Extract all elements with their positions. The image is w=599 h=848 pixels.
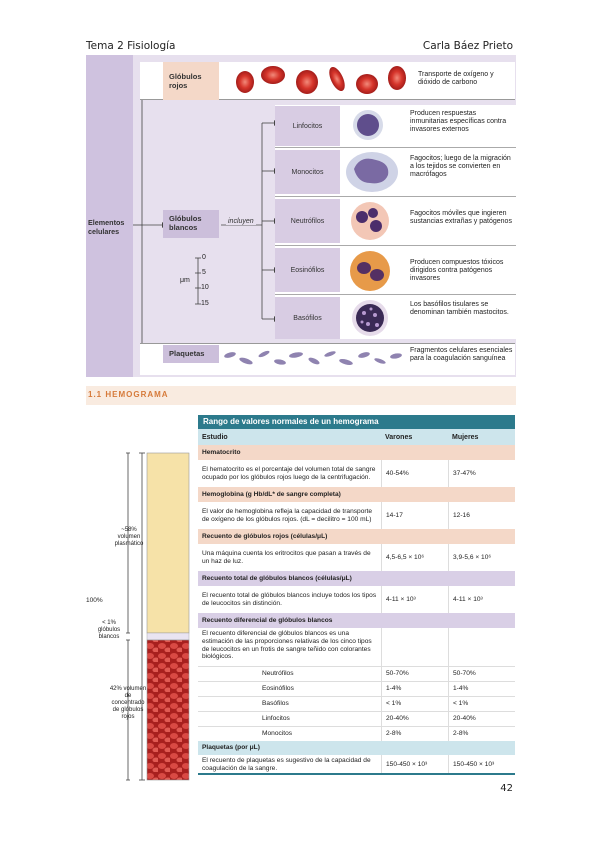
cell-label-monocitos: Monocitos [275, 150, 340, 194]
tube-plasma: ~58% volumen plasmático [114, 527, 144, 547]
desc-neutrofilos: Fagocitos móviles que ingieren sustancia… [410, 210, 512, 225]
cell-label-linfocitos: Linfocitos [275, 106, 340, 146]
rbc-label: Glóbulos rojos [169, 72, 202, 90]
scale-tick-5: 5 [202, 269, 206, 276]
table-row: El recuento diferencial de glóbulos blan… [198, 628, 515, 666]
cell-label-eosinofilos: Eosinófilos [275, 248, 340, 292]
section-heading-hematocrito: Hematocrito [198, 445, 515, 460]
section-heading-plaquetas: Plaquetas (por μL) [198, 741, 515, 755]
header-estudio: Estudio [202, 433, 228, 441]
tube-blancos: < 1% glóbulos blancos [97, 620, 121, 640]
table-row: El recuento de plaquetas es sugestivo de… [198, 755, 515, 775]
diff-row-monocitos: Monocitos 2-8% 2-8% [198, 726, 515, 741]
platelet-label: Plaquetas [169, 349, 205, 358]
wbc-label: Glóbulos blancos [169, 214, 202, 232]
page-number: 42 [500, 783, 513, 794]
wbc-label-box: Glóbulos blancos [163, 210, 219, 238]
section-heading-globulos-rojos: Recuento de glóbulos rojos (células/μL) [198, 529, 515, 544]
scale-tick-0: 0 [202, 254, 206, 261]
elementos-celulares-label: Elementos celulares [88, 218, 125, 236]
diff-row-linfocitos: Linfocitos 20-40% 20-40% [198, 711, 515, 726]
incluyen-label: incluyen [226, 218, 256, 225]
tube-100: 100% [86, 597, 103, 604]
table-title: Rango de valores normales de un hemogram… [203, 417, 379, 426]
table-title-bar: Rango de valores normales de un hemogram… [198, 415, 515, 429]
desc-monocitos: Fagocitos; luego de la migración a los t… [410, 155, 511, 178]
cell-label-basofilos: Basófilos [275, 297, 340, 339]
diff-row-eosinofilos: Eosinófilos 1-4% 1-4% [198, 681, 515, 696]
header-varones: Varones [385, 433, 413, 441]
diff-row-basofilos: Basófilos < 1% < 1% [198, 696, 515, 711]
desc-linfocitos: Producen respuestas inmunitarias específ… [410, 110, 507, 133]
table-row: El valor de hemoglobina refleja la capac… [198, 502, 515, 529]
scale-tick-10: 10 [201, 284, 209, 291]
hemograma-table: Rango de valores normales de un hemogram… [198, 415, 515, 775]
platelet-label-box: Plaquetas [163, 345, 219, 363]
cell-label-neutrofilos: Neutrófilos [275, 199, 340, 243]
desc-eosinofilos: Producen compuestos tóxicos dirigidos co… [410, 259, 504, 282]
scale-unit: μm [180, 277, 190, 284]
micrometer-scale [195, 257, 201, 305]
table-row: El recuento total de glóbulos blancos in… [198, 586, 515, 613]
wbc-images [346, 110, 398, 336]
rbc-desc: Transporte de oxígeno y dióxido de carbo… [418, 71, 494, 86]
table-row: Una máquina cuenta los eritrocitos que p… [198, 544, 515, 571]
platelet-desc: Fragmentos celulares esenciales para la … [410, 347, 513, 362]
scale-tick-15: 15 [201, 300, 209, 307]
centrifuge-tube [126, 452, 190, 781]
section-heading-hemoglobina: Hemoglobina (g Hb/dL* de sangre completa… [198, 487, 515, 502]
table-row: El hematocrito es el porcentaje del volu… [198, 460, 515, 487]
table-header-row: Estudio Varones Mujeres [198, 429, 515, 445]
header-left: Tema 2 Fisiología [86, 40, 176, 52]
diff-row-neutrofilos: Neutrófilos 50-70% 50-70% [198, 666, 515, 681]
section-heading-diferencial: Recuento diferencial de glóbulos blancos [198, 613, 515, 628]
desc-basofilos: Los basófilos tisulares se denominan tam… [410, 301, 509, 316]
section-bar: 1.1 HEMOGRAMA [86, 386, 516, 405]
platelet-images [224, 350, 402, 366]
rbc-label-box: Glóbulos rojos [163, 62, 219, 100]
header-mujeres: Mujeres [452, 433, 479, 441]
section-heading-globulos-blancos: Recuento total de glóbulos blancos (célu… [198, 571, 515, 586]
header-right: Carla Báez Prieto [422, 40, 513, 52]
section-title: 1.1 HEMOGRAMA [88, 390, 169, 399]
rbc-images [236, 66, 406, 94]
tube-rojos: 42% volumen de concentrado de glóbulos r… [109, 686, 147, 720]
